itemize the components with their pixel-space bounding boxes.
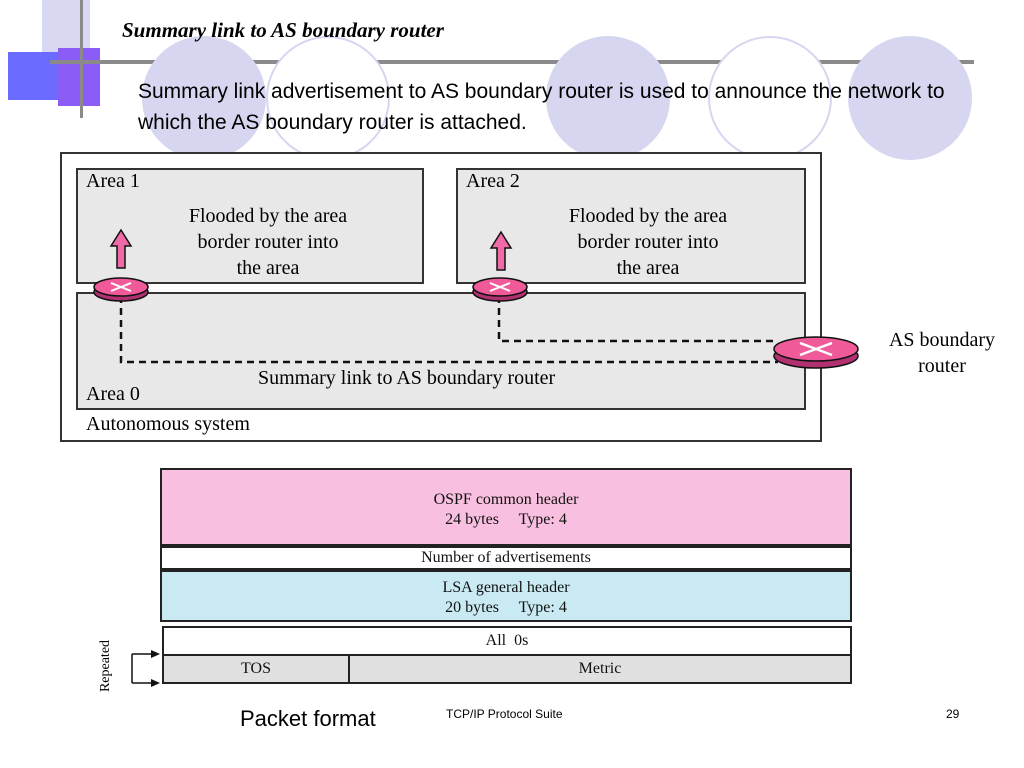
area1-box bbox=[76, 168, 424, 284]
num-ads-label: Number of advertisements bbox=[421, 549, 591, 566]
up-arrow-icon bbox=[109, 228, 133, 269]
metric-label: Metric bbox=[578, 660, 622, 677]
lsa-general-header-field: LSA general header 20 bytes Type: 4 bbox=[160, 570, 852, 622]
decor-circle-3 bbox=[546, 36, 670, 160]
tos-label: TOS bbox=[241, 660, 271, 677]
decor-square-purple bbox=[58, 48, 100, 106]
decor-vertical-line bbox=[80, 0, 83, 118]
area1-text-line: the area bbox=[236, 257, 300, 279]
as-boundary-router-icon bbox=[773, 336, 859, 369]
repeated-bracket-icon bbox=[131, 650, 160, 687]
area1-label: Area 1 bbox=[86, 170, 140, 192]
packet-format-caption: Packet format bbox=[240, 706, 376, 731]
up-arrow-icon bbox=[489, 230, 513, 271]
footer-suite: TCP/IP Protocol Suite bbox=[446, 707, 563, 721]
tos-field: TOS bbox=[162, 654, 350, 684]
summary-link-label: Summary link to AS boundary router bbox=[258, 367, 556, 389]
area2-box bbox=[456, 168, 806, 284]
decor-horizontal-line bbox=[50, 60, 974, 64]
summary-link-path-area1 bbox=[119, 296, 778, 364]
area2-text: Flooded by the area border router into t… bbox=[520, 203, 776, 281]
area1-text: Flooded by the area border router into t… bbox=[140, 203, 396, 281]
area2-label: Area 2 bbox=[466, 170, 520, 192]
ospf-header-line1: OSPF common header bbox=[433, 491, 579, 508]
as-boundary-router-label: AS boundary router bbox=[862, 327, 1022, 379]
footer-page-number: 29 bbox=[946, 707, 960, 721]
area2-text-line: the area bbox=[616, 257, 680, 279]
area2-text-line: Flooded by the area bbox=[568, 205, 728, 227]
asbr-label-line: router bbox=[918, 355, 966, 377]
area-border-router-2-icon bbox=[472, 277, 528, 302]
decor-circle-1 bbox=[142, 36, 266, 160]
slide-body-text: Summary link advertisement to AS boundar… bbox=[138, 80, 945, 134]
metric-field: Metric bbox=[348, 654, 852, 684]
area1-text-line: Flooded by the area bbox=[188, 205, 348, 227]
area1-text-line: border router into bbox=[197, 231, 339, 253]
summary-link-path-area2 bbox=[497, 296, 778, 343]
area2-text-line: border router into bbox=[577, 231, 719, 253]
number-of-advertisements-field: Number of advertisements bbox=[160, 546, 852, 570]
lsa-header-line1: LSA general header bbox=[442, 579, 570, 596]
autonomous-system-label: Autonomous system bbox=[86, 413, 250, 435]
decor-circle-5 bbox=[848, 36, 972, 160]
ospf-header-line2: 24 bytes Type: 4 bbox=[445, 511, 567, 528]
area0-box bbox=[76, 292, 806, 410]
area-border-router-1-icon bbox=[93, 277, 149, 302]
slide-title: Summary link to AS boundary router bbox=[122, 18, 444, 42]
repeated-label: Repeated bbox=[98, 639, 113, 693]
ospf-common-header-field: OSPF common header 24 bytes Type: 4 bbox=[160, 468, 852, 546]
asbr-label-line: AS boundary bbox=[888, 329, 996, 351]
all-zeros-label: All 0s bbox=[485, 632, 529, 649]
lsa-header-line2: 20 bytes Type: 4 bbox=[445, 599, 567, 616]
area0-label: Area 0 bbox=[86, 383, 140, 405]
decor-circle-4 bbox=[708, 36, 832, 160]
all-zeros-field: All 0s bbox=[162, 626, 852, 656]
